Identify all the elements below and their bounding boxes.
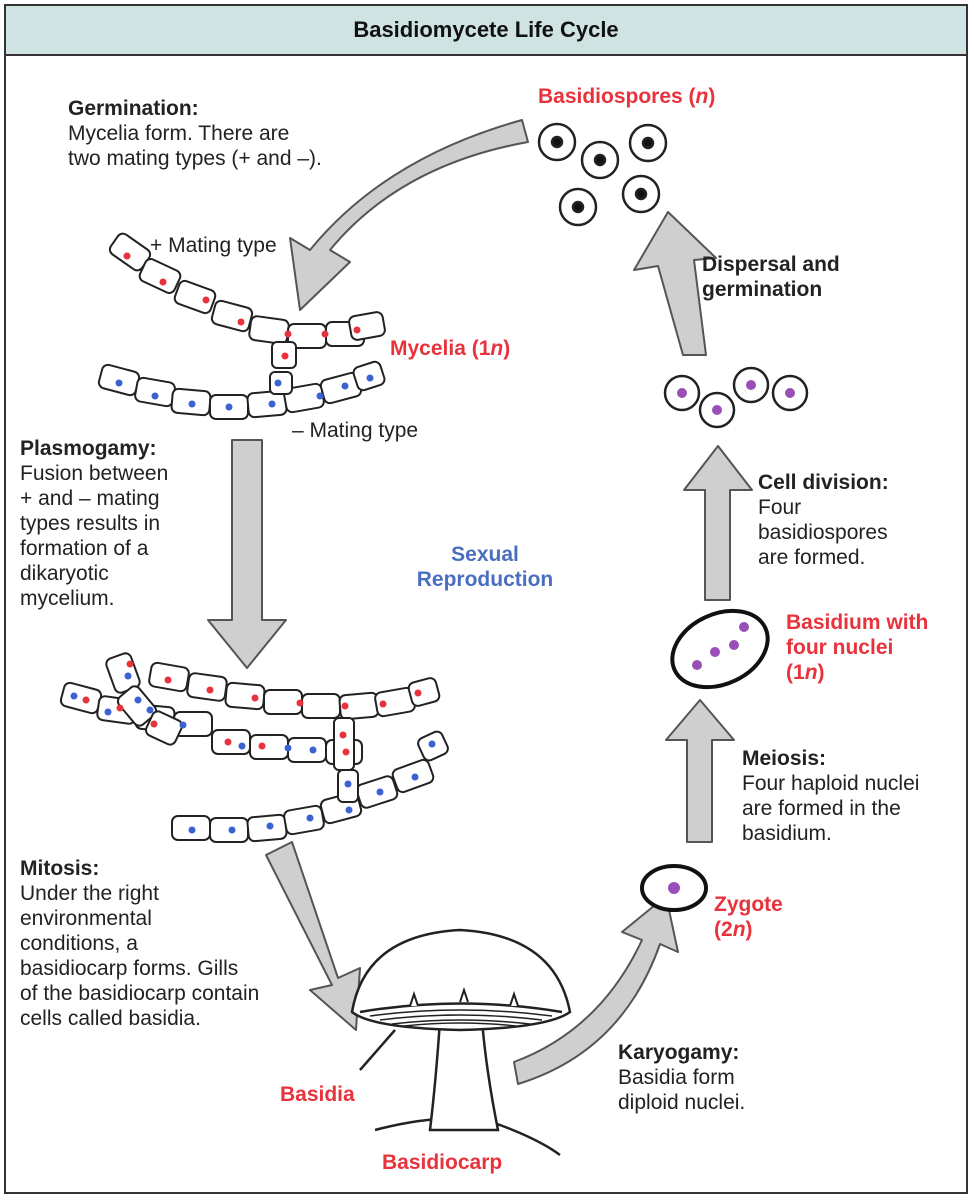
basidiocarp-label: Basidiocarp — [382, 1150, 502, 1175]
mitosis-line2: environmental — [20, 907, 152, 930]
meiosis-text: Meiosis: Four haploid nuclei are formed … — [742, 746, 919, 846]
mitosis-text: Mitosis: Under the right environmental c… — [20, 856, 259, 1031]
sexual-reproduction-label: Sexual Reproduction — [395, 542, 575, 592]
mitosis-line5: of the basidiocarp contain — [20, 982, 260, 1005]
meiosis-line2: are formed in the — [742, 797, 901, 820]
karyogamy-text: Karyogamy: Basidia form diploid nuclei. — [618, 1040, 745, 1115]
basidium-label-line3-open: (1 — [786, 661, 805, 684]
basidiocarp-label-text: Basidiocarp — [382, 1151, 503, 1174]
cell-division-line1: Four — [758, 496, 802, 519]
basidiocarp-mushroom — [350, 928, 572, 1157]
zygote-label: Zygote (2n) — [714, 892, 783, 942]
plus-mycelium — [108, 232, 386, 369]
arrow-mitosis — [265, 841, 361, 1031]
basidium-label-line3-close: ) — [817, 661, 825, 684]
plus-mating-label: + Mating type — [150, 234, 277, 257]
mycelia-label: Mycelia (1n) — [390, 336, 510, 361]
arrow-karyogamy — [513, 895, 679, 1085]
basidium-label-n: n — [804, 661, 818, 684]
cell-division-text: Cell division: Four basidiospores are fo… — [758, 470, 889, 570]
basidiospores — [537, 122, 668, 227]
meiosis-line1: Four haploid nuclei — [742, 772, 920, 795]
karyogamy-line2: diploid nuclei. — [618, 1091, 746, 1114]
cell-division-line2: basidiospores — [758, 521, 888, 544]
plasmogamy-line4: formation of a — [20, 537, 149, 560]
karyogamy-line1: Basidia form — [618, 1066, 735, 1089]
meiosis-heading: Meiosis: — [742, 747, 827, 770]
diagram-title: Basidiomycete Life Cycle — [4, 4, 968, 56]
germination-line1: Mycelia form. There are — [68, 122, 290, 145]
sexual-label-line2: Reproduction — [416, 568, 554, 591]
dikaryotic-nuclei-blue — [70, 672, 436, 834]
arrow-germination — [289, 119, 529, 311]
plasmogamy-line6: mycelium. — [20, 587, 115, 610]
mitosis-heading: Mitosis: — [20, 857, 100, 880]
basidia-label-text: Basidia — [280, 1083, 355, 1106]
arrow-dispersal — [633, 211, 717, 356]
mycelia-label-text: Mycelia (1 — [390, 337, 491, 360]
mitosis-line4: basidiocarp forms. Gills — [20, 957, 239, 980]
minus-nuclei — [115, 374, 374, 411]
plasmogamy-line1: Fusion between — [20, 462, 169, 485]
mitosis-line6: cells called basidia. — [20, 1007, 201, 1030]
cell-division-heading: Cell division: — [758, 471, 889, 494]
four-basidiospores — [663, 366, 809, 429]
basidia-label: Basidia — [280, 1082, 355, 1107]
mycelia-label-close: ) — [503, 337, 511, 360]
plasmogamy-text: Plasmogamy: Fusion between + and – matin… — [20, 436, 168, 611]
basidiospores-label-close: ) — [708, 85, 716, 108]
zygote-label-line1: Zygote — [714, 893, 783, 916]
plasmogamy-line3: types results in — [20, 512, 161, 535]
plasmogamy-heading: Plasmogamy: — [20, 437, 157, 460]
karyogamy-heading: Karyogamy: — [618, 1041, 740, 1064]
basidiospores-label-n: n — [695, 85, 709, 108]
arrow-plasmogamy — [207, 439, 287, 669]
germination-line2: two mating types (+ and –). — [68, 147, 322, 170]
basidium-four-nuclei — [670, 608, 770, 690]
zygote-label-line2-open: (2 — [714, 918, 733, 941]
mycelia-label-n: n — [490, 337, 504, 360]
zygote-label-line2-close: ) — [745, 918, 753, 941]
mitosis-line1: Under the right — [20, 882, 159, 905]
dispersal-line1: Dispersal and — [702, 253, 840, 276]
basidium-label-line1: Basidium with — [786, 611, 929, 634]
basidiospores-label: Basidiospores (n) — [538, 84, 715, 109]
dikaryotic-nuclei-red — [82, 660, 422, 756]
plasmogamy-line2: + and – mating — [20, 487, 160, 510]
cell-division-line3: are formed. — [758, 546, 866, 569]
arrow-cell-division — [683, 445, 753, 601]
basidium-label: Basidium with four nuclei (1n) — [786, 610, 928, 685]
zygote-label-n: n — [732, 918, 746, 941]
dispersal-text: Dispersal and germination — [702, 252, 840, 302]
arrow-meiosis — [665, 699, 735, 843]
sexual-label-line1: Sexual — [451, 543, 519, 566]
dikaryotic-mycelium — [59, 652, 449, 843]
plus-nuclei — [123, 252, 361, 360]
plasmogamy-line5: dikaryotic — [20, 562, 109, 585]
basidium-label-line2: four nuclei — [786, 636, 894, 659]
minus-mycelium — [97, 360, 386, 420]
dispersal-line2: germination — [702, 278, 823, 301]
meiosis-line3: basidium. — [742, 822, 832, 845]
minus-mating-label: – Mating type — [292, 419, 419, 442]
germination-heading: Germination: — [68, 97, 199, 120]
germination-text: Germination: Mycelia form. There are two… — [68, 96, 322, 171]
zygote — [640, 864, 708, 912]
mitosis-line3: conditions, a — [20, 932, 138, 955]
basidiospores-label-text: Basidiospores ( — [538, 85, 696, 108]
